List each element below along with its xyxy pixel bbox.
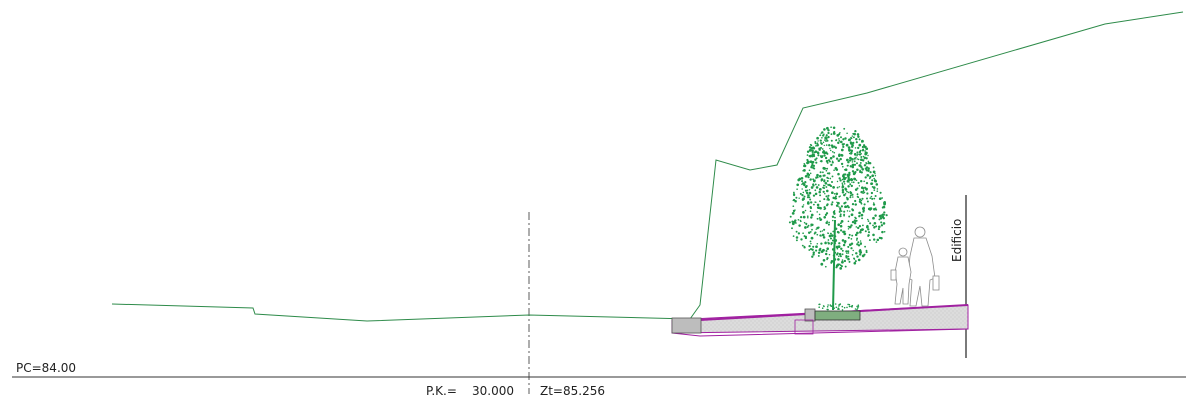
chainage-label: P.K.= — [426, 384, 457, 398]
reference-plane-label: PC=84.00 — [16, 361, 77, 375]
building-label: Edificio — [950, 218, 964, 262]
pedestrians-icon — [890, 226, 940, 307]
terrain-elevation-label: Zt=85.256 — [540, 384, 605, 398]
planter-grate — [814, 310, 861, 321]
tree-icon — [788, 126, 888, 311]
terrain-profile — [111, 11, 1184, 322]
tree-pit — [804, 308, 816, 322]
curb — [671, 317, 702, 334]
sidewalk-section — [671, 304, 969, 337]
chainage-value: 30.000 — [472, 384, 514, 398]
